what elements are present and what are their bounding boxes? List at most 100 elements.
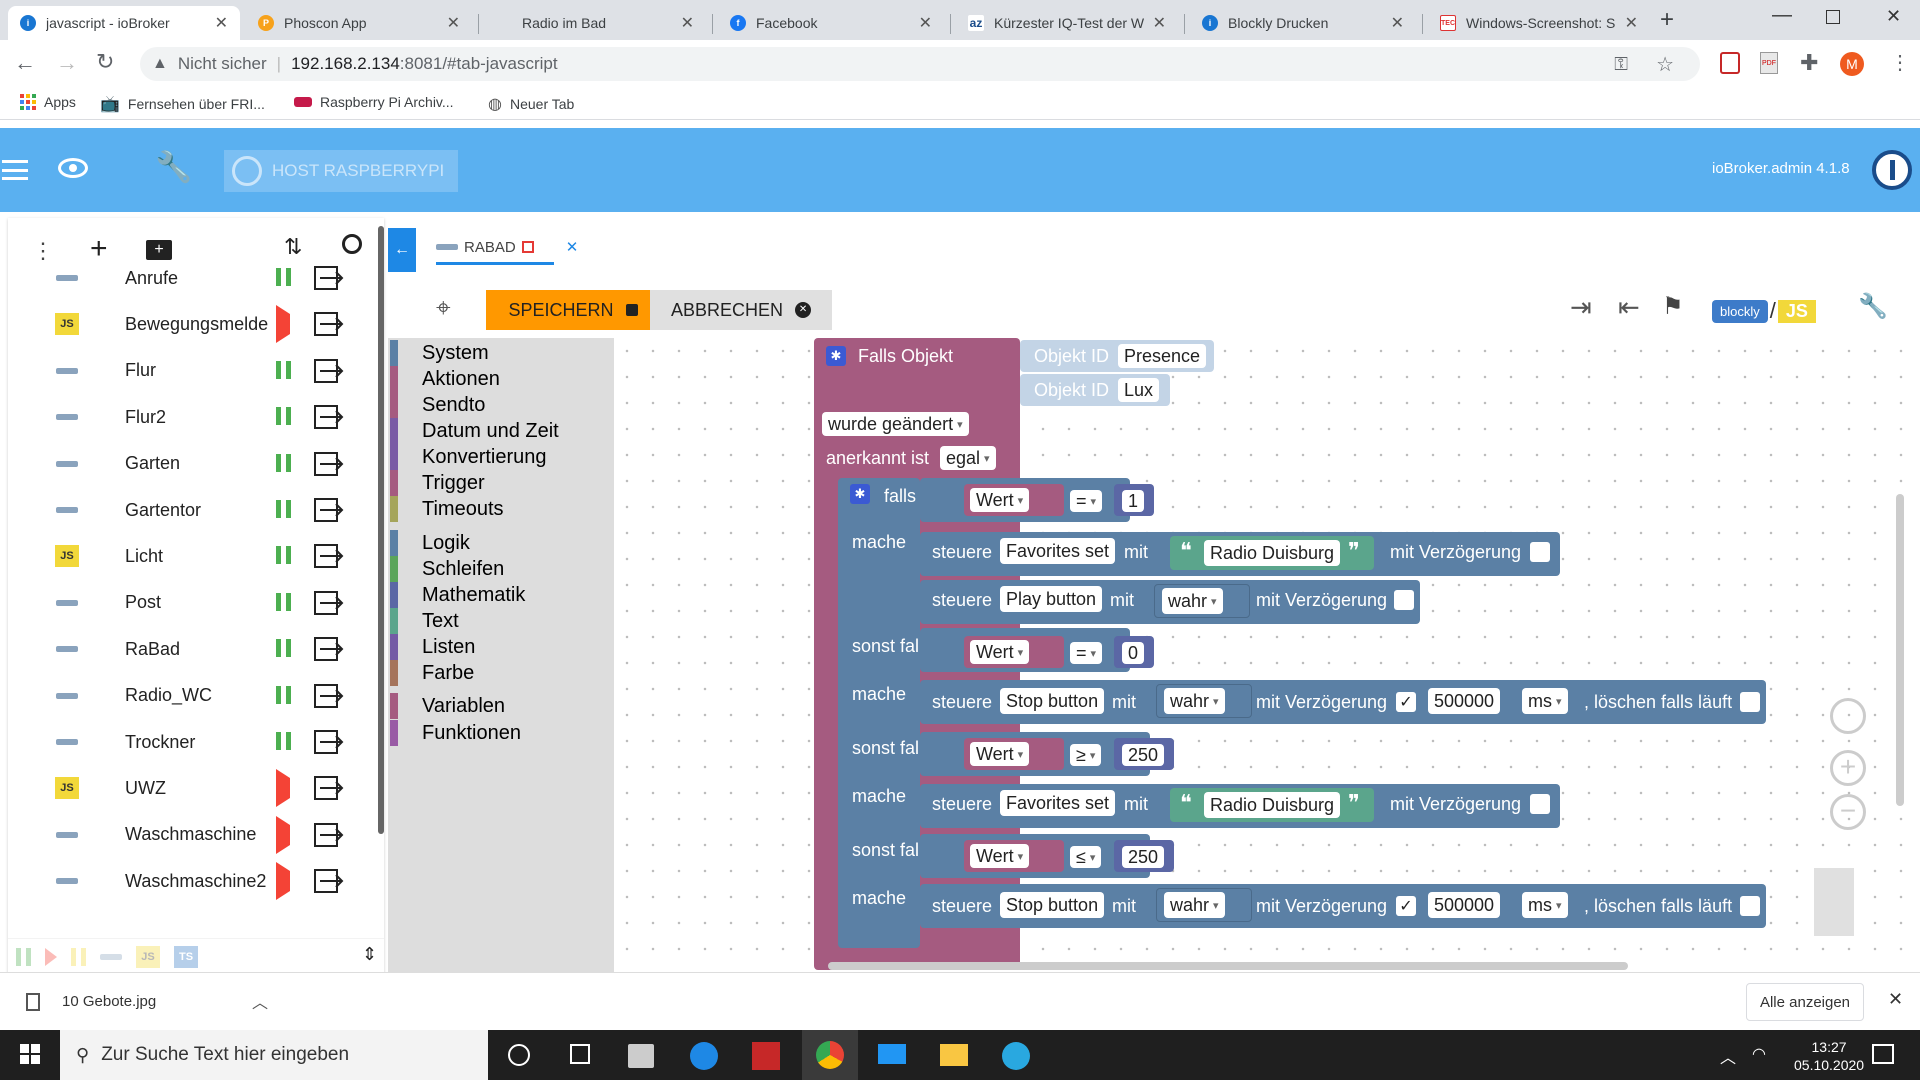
play-button-field[interactable]: Play button xyxy=(1000,586,1103,612)
wert-dropdown[interactable]: Wert xyxy=(970,742,1030,766)
locate-icon[interactable]: ⌖ xyxy=(436,292,451,322)
star-icon[interactable]: ☆ xyxy=(1656,53,1674,76)
gift-icon[interactable] xyxy=(752,1042,780,1070)
collapse-panel-button[interactable]: ← xyxy=(388,228,416,272)
zoom-out-icon[interactable]: − xyxy=(1830,794,1866,830)
checkered-flag-icon[interactable]: ⚑ xyxy=(1662,293,1684,320)
toolbox-category[interactable]: Logik xyxy=(388,528,614,558)
mail-icon[interactable] xyxy=(878,1044,906,1064)
toolbox-category[interactable]: Variablen xyxy=(388,691,614,721)
sort-icon[interactable]: ⇅ xyxy=(284,234,303,259)
profile-avatar[interactable]: M xyxy=(1840,52,1864,76)
browser-tab-3[interactable]: f Facebook ✕ xyxy=(718,6,944,40)
pause-icon[interactable] xyxy=(276,639,296,659)
filter-paused-icon[interactable] xyxy=(71,947,86,966)
script-item[interactable]: Anrufe xyxy=(8,255,378,301)
pause-icon[interactable] xyxy=(276,685,296,706)
script-item[interactable]: Waschmaschine xyxy=(8,812,378,858)
close-icon[interactable]: ✕ xyxy=(446,15,460,32)
object-id-presence[interactable]: Presence xyxy=(1118,344,1207,368)
maximize-icon[interactable] xyxy=(1826,10,1840,24)
cortana-icon[interactable] xyxy=(508,1044,530,1066)
chevron-up-icon[interactable]: ︿ xyxy=(252,995,269,1012)
delay-checkbox[interactable] xyxy=(1394,590,1414,610)
export-script-icon[interactable] xyxy=(314,637,344,662)
wert-dropdown[interactable]: Wert xyxy=(970,640,1030,664)
toolbox-category[interactable]: Timeouts xyxy=(388,494,614,524)
script-item[interactable]: Radio_WC xyxy=(8,673,378,719)
number-field[interactable]: 0 xyxy=(1122,642,1145,664)
bookmark-neuer-tab[interactable]: ◍ Neuer Tab xyxy=(488,94,574,114)
scrollbar[interactable] xyxy=(378,226,384,834)
browser-tab-6[interactable]: TEC Windows-Screenshot: S ✕ xyxy=(1428,6,1650,40)
blockly-workspace[interactable]: Falls Objekt ✱ Objekt ID Presence Objekt… xyxy=(614,338,1920,974)
close-icon[interactable]: ✕ xyxy=(918,15,932,32)
toolbox-category[interactable]: Listen xyxy=(388,632,614,662)
clear-checkbox[interactable] xyxy=(1740,692,1760,712)
stop-button-field[interactable]: Stop button xyxy=(1000,688,1105,714)
task-view-icon[interactable] xyxy=(570,1044,590,1064)
explorer-icon[interactable] xyxy=(940,1044,968,1066)
window-close-icon[interactable]: ✕ xyxy=(1886,6,1902,26)
toolbox-category[interactable]: Schleifen xyxy=(388,554,614,584)
wert-dropdown[interactable]: Wert xyxy=(970,488,1030,512)
close-icon[interactable]: ✕ xyxy=(680,15,694,32)
pocket-icon[interactable] xyxy=(1720,52,1740,74)
reload-icon[interactable]: ↻ xyxy=(96,49,115,74)
export-script-icon[interactable] xyxy=(314,358,344,383)
add-folder-icon[interactable]: + xyxy=(146,240,172,260)
notification-icon[interactable] xyxy=(1872,1044,1894,1064)
script-item[interactable]: Gartentor xyxy=(8,487,378,533)
export-script-icon[interactable] xyxy=(314,590,344,615)
export-icon[interactable]: ⇥ xyxy=(1570,292,1592,322)
script-item[interactable]: Garten xyxy=(8,441,378,487)
filter-running-icon[interactable] xyxy=(16,947,31,966)
bool-dropdown[interactable]: wahr xyxy=(1162,588,1223,614)
filter-blockly-icon[interactable] xyxy=(100,953,122,960)
toolbox-category[interactable]: Aktionen xyxy=(388,364,614,394)
play-icon[interactable] xyxy=(276,862,296,901)
delay-field[interactable]: 500000 xyxy=(1428,892,1501,918)
if-block[interactable] xyxy=(838,478,920,948)
zoom-in-icon[interactable]: + xyxy=(1830,750,1866,786)
wert-dropdown[interactable]: Wert xyxy=(970,844,1030,868)
expand-collapse-icon[interactable]: ⇕ xyxy=(362,944,378,964)
clear-checkbox[interactable] xyxy=(1740,896,1760,916)
export-script-icon[interactable] xyxy=(314,451,344,476)
favorites-set-field[interactable]: Favorites set xyxy=(1000,538,1116,564)
pause-icon[interactable] xyxy=(276,592,296,613)
export-script-icon[interactable] xyxy=(314,405,344,430)
gear-icon[interactable]: ✱ xyxy=(850,484,870,504)
workspace-hscrollbar[interactable] xyxy=(828,962,1628,970)
taskbar-search[interactable]: ⚲ Zur Suche Text hier eingeben xyxy=(60,1030,488,1080)
pause-icon[interactable] xyxy=(276,546,296,566)
save-button[interactable]: SPEICHERN xyxy=(486,290,660,330)
export-script-icon[interactable] xyxy=(314,776,344,801)
blockly-js-toggle[interactable]: blockly / JS xyxy=(1712,296,1842,326)
browser-tab-0[interactable]: i javascript - ioBroker ✕ xyxy=(8,6,240,40)
favorites-set-field[interactable]: Favorites set xyxy=(1000,790,1116,816)
operator-dropdown[interactable]: ≥ xyxy=(1070,744,1102,766)
pause-icon[interactable] xyxy=(276,407,296,427)
number-field[interactable]: 250 xyxy=(1122,846,1165,868)
browser-tab-2[interactable]: Radio im Bad ✕ xyxy=(484,6,706,40)
bookmark-fernsehen[interactable]: 📺 Fernsehen über FRI... xyxy=(100,94,265,114)
pause-icon[interactable] xyxy=(276,268,296,288)
operator-dropdown[interactable]: = xyxy=(1070,490,1103,512)
export-script-icon[interactable] xyxy=(314,498,344,522)
script-item[interactable]: Waschmaschine2 xyxy=(8,858,378,904)
download-filename[interactable]: 10 Gebote.jpg xyxy=(62,993,157,1010)
export-script-icon[interactable] xyxy=(314,312,344,337)
pause-icon[interactable] xyxy=(276,360,296,381)
text-field[interactable]: Radio Duisburg xyxy=(1204,792,1341,818)
script-item[interactable]: Flur xyxy=(8,348,378,394)
browser-tab-4[interactable]: az Kürzester IQ-Test der W ✕ xyxy=(956,6,1178,40)
pdf-icon[interactable]: PDF xyxy=(1760,52,1778,74)
toolbox-category[interactable]: Funktionen xyxy=(388,718,614,748)
script-item[interactable]: Trockner xyxy=(8,719,378,765)
edge-icon[interactable] xyxy=(690,1042,718,1070)
export-script-icon[interactable] xyxy=(314,822,344,847)
object-id-lux[interactable]: Lux xyxy=(1118,378,1160,402)
